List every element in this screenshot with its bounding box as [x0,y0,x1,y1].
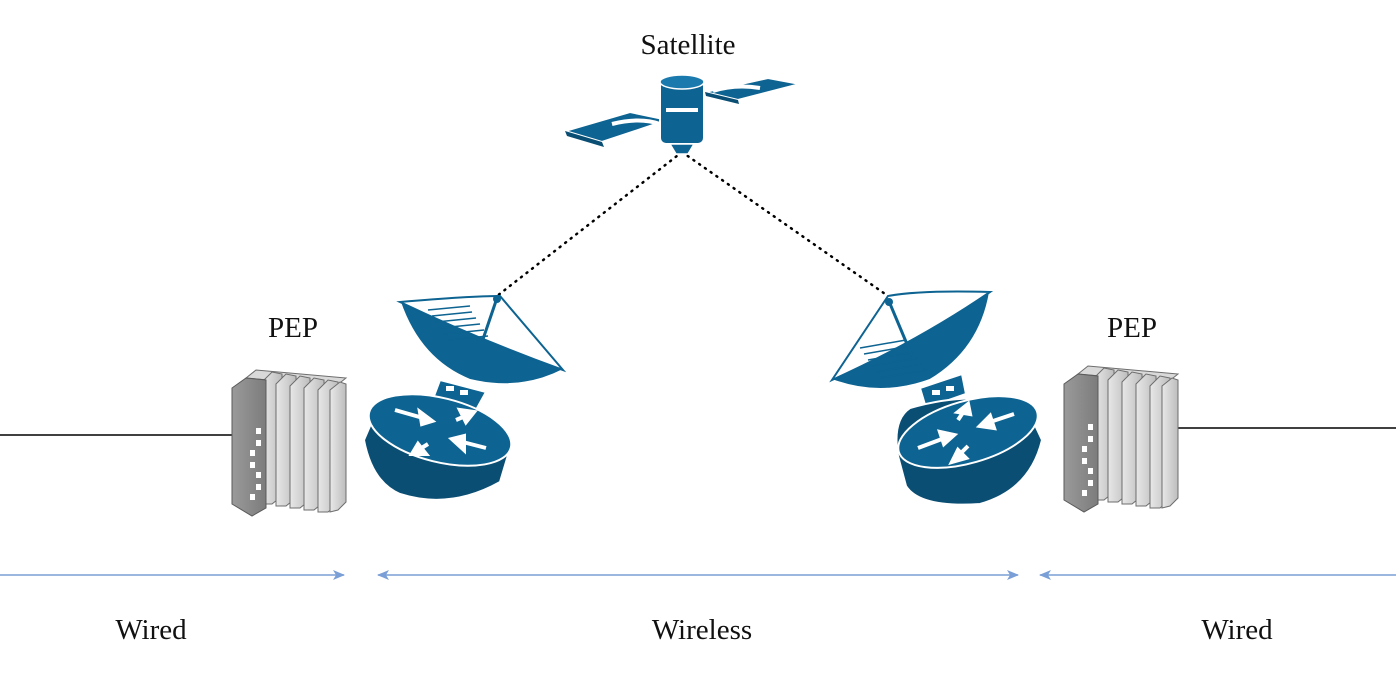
router-icon [362,393,514,501]
dish-icon [396,294,567,412]
router-icon [895,395,1044,506]
wired-right-label: Wired [1201,614,1273,646]
satellite-link-left [495,150,684,298]
server-icon [231,369,348,517]
satellite-icon [561,74,801,155]
server-icon [1063,365,1180,513]
pep-left-label: PEP [268,312,318,344]
wireless-label: Wireless [652,614,752,646]
satellite-link-right [680,150,890,298]
wired-left-label: Wired [115,614,187,646]
pep-right-label: PEP [1107,312,1157,344]
satellite-label: Satellite [640,29,735,61]
dish-icon [829,290,994,410]
